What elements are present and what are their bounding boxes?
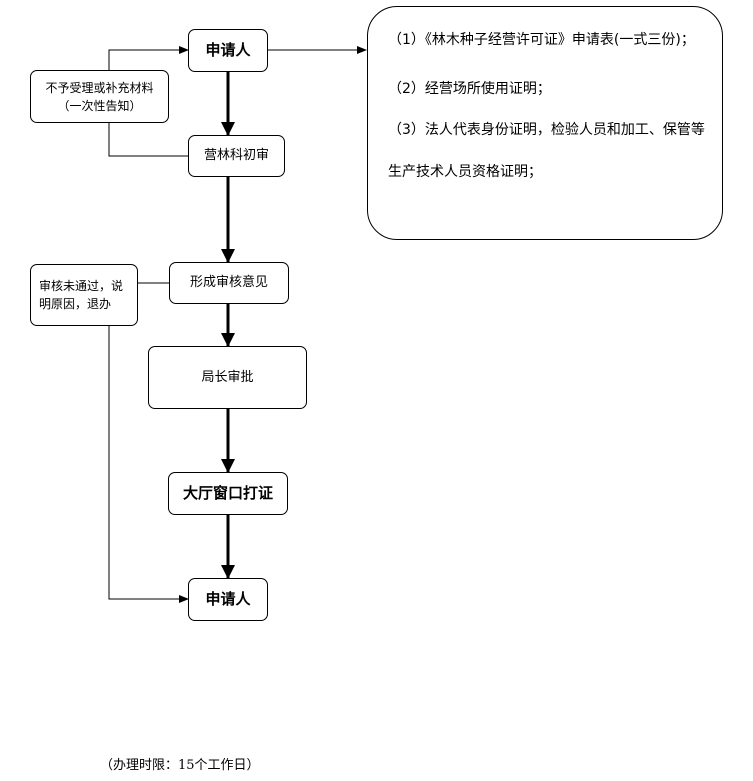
requirements-panel: （1）《林木种子经营许可证》申请表(一式三份)； （2）经营场所使用证明； （3… [367,6,723,240]
requirement-item-2: （2）经营场所使用证明； [388,81,551,97]
hall-window-issue-node: 大厅窗口打证 [168,472,288,515]
requirement-item-3: （3）法人代表身份证明，检验人员和加工、保管等生产技术人员资格证明； [388,122,705,180]
reject-supplement-line2: （一次性告知） [57,98,142,113]
reject-supplement-note: 不予受理或补充材料 （一次性告知） [30,70,169,123]
loop-failed-note-to-applicant [108,325,189,603]
requirement-item-1: （1）《林木种子经营许可证》申请表(一式三份)； [388,32,695,48]
review-opinion-node: 形成审核意见 [169,262,289,304]
processing-time-note: （办理时限：15个工作日） [100,758,260,773]
reject-supplement-line1: 不予受理或补充材料 [45,80,154,95]
applicant-top-node: 申请人 [188,29,268,72]
director-approval-node: 局长审批 [148,346,307,409]
review-failed-note: 审核未通过，说明原因，退办 [30,264,138,326]
initial-review-node: 营林科初审 [188,135,285,177]
applicant-bottom-node: 申请人 [188,578,268,621]
